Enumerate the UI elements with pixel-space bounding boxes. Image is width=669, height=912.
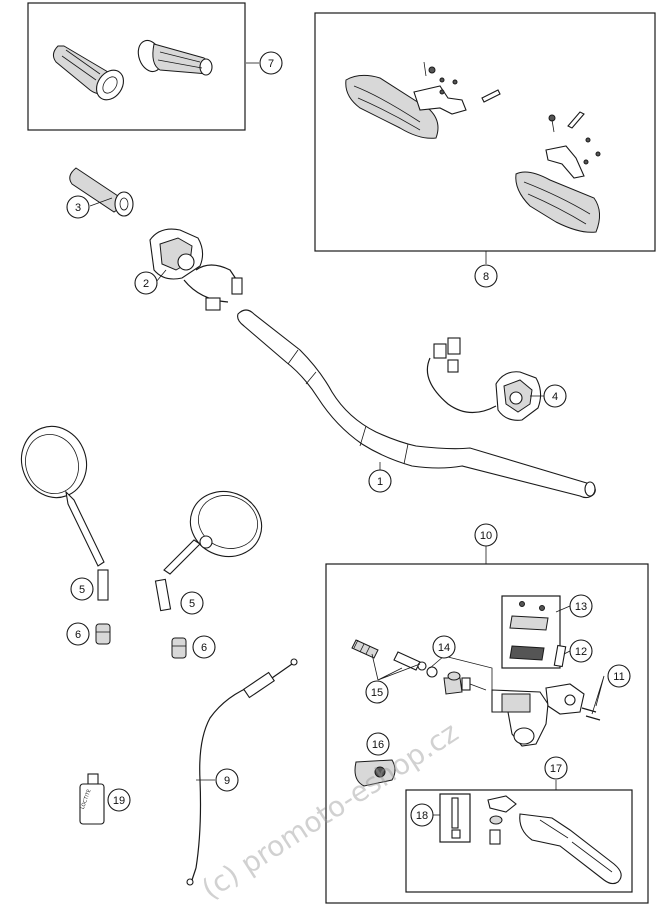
callout-12: 12 xyxy=(569,639,593,663)
svg-text:6: 6 xyxy=(201,642,207,654)
svg-text:11: 11 xyxy=(613,671,624,683)
svg-text:9: 9 xyxy=(224,775,230,787)
adjuster-box xyxy=(439,793,471,843)
left-handguard-bracket[interactable] xyxy=(413,61,501,115)
master-cylinder-box xyxy=(325,563,649,904)
loctite-bottle[interactable]: LOCTITE xyxy=(79,773,105,825)
lever-adjuster-parts[interactable] xyxy=(451,795,517,845)
callout-5-left: 5 xyxy=(70,577,94,601)
mirror-adapter-left[interactable] xyxy=(95,623,111,645)
callout-15: 15 xyxy=(365,680,389,704)
callout-1: 1 xyxy=(368,469,392,493)
right-switch-assembly[interactable] xyxy=(149,228,243,311)
clamp-screws[interactable] xyxy=(581,707,601,721)
svg-text:6: 6 xyxy=(75,629,81,641)
right-grip[interactable] xyxy=(134,37,213,76)
handguards-group xyxy=(314,12,656,252)
svg-text:12: 12 xyxy=(575,646,587,658)
svg-text:5: 5 xyxy=(189,598,195,610)
right-handguard-bracket[interactable] xyxy=(545,111,601,179)
callout-3: 3 xyxy=(66,195,90,219)
left-mirror[interactable] xyxy=(12,417,109,601)
svg-text:4: 4 xyxy=(552,391,558,403)
reservoir-cover[interactable] xyxy=(509,601,549,661)
callout-18: 18 xyxy=(410,803,434,827)
callout-13: 13 xyxy=(569,594,593,618)
lever-pin[interactable] xyxy=(553,644,567,668)
brake-master-cylinder-group xyxy=(325,545,649,904)
callout-7: 7 xyxy=(259,51,283,75)
svg-text:7: 7 xyxy=(268,58,274,70)
callout-2: 2 xyxy=(134,271,158,295)
grips-box xyxy=(27,2,246,131)
left-switch-assembly[interactable] xyxy=(426,337,542,421)
right-mirror[interactable] xyxy=(154,482,270,612)
callouts: 7 8 3 2 4 1 5 5 6 6 10 13 12 14 11 15 16… xyxy=(66,51,631,827)
throttle-grip-tube[interactable] xyxy=(69,167,134,217)
callout-4: 4 xyxy=(543,384,567,408)
svg-text:18: 18 xyxy=(416,810,428,822)
handlebar[interactable] xyxy=(237,309,596,499)
handlebar-clamp[interactable] xyxy=(354,759,396,787)
svg-text:19: 19 xyxy=(113,795,125,807)
leader-lines xyxy=(89,62,605,816)
svg-text:16: 16 xyxy=(372,739,384,751)
clutch-cable[interactable] xyxy=(186,658,298,886)
callout-5-right: 5 xyxy=(180,591,204,615)
handguards-box xyxy=(314,12,656,252)
svg-text:5: 5 xyxy=(79,584,85,596)
callout-16: 16 xyxy=(366,732,390,756)
brake-lever[interactable] xyxy=(519,813,622,885)
callout-14: 14 xyxy=(432,635,456,659)
callout-17: 17 xyxy=(544,756,568,780)
svg-text:15: 15 xyxy=(371,687,383,699)
reservoir-cover-box xyxy=(501,595,561,669)
bleeder-screw-kit[interactable] xyxy=(351,639,427,671)
svg-text:14: 14 xyxy=(438,642,450,654)
callout-9: 9 xyxy=(215,768,239,792)
left-handguard[interactable] xyxy=(345,74,439,139)
svg-text:3: 3 xyxy=(75,202,81,214)
lever-box xyxy=(405,789,633,893)
svg-text:10: 10 xyxy=(480,530,492,542)
svg-text:1: 1 xyxy=(377,476,383,488)
left-grip[interactable] xyxy=(52,45,129,105)
callout-10: 10 xyxy=(474,523,498,547)
callout-19: 19 xyxy=(107,788,131,812)
svg-text:8: 8 xyxy=(483,271,489,283)
grips-group xyxy=(27,2,246,131)
piston-kit[interactable] xyxy=(426,666,487,695)
master-cylinder-body[interactable] xyxy=(491,683,585,747)
callout-6-left: 6 xyxy=(66,622,90,646)
callout-8: 8 xyxy=(474,264,498,288)
svg-text:2: 2 xyxy=(143,278,149,290)
svg-text:17: 17 xyxy=(550,763,562,775)
callout-11: 11 xyxy=(607,664,631,688)
mirror-adapter-right[interactable] xyxy=(171,637,187,659)
right-handguard[interactable] xyxy=(515,171,600,233)
callout-6-right: 6 xyxy=(192,635,216,659)
svg-text:13: 13 xyxy=(575,601,587,613)
